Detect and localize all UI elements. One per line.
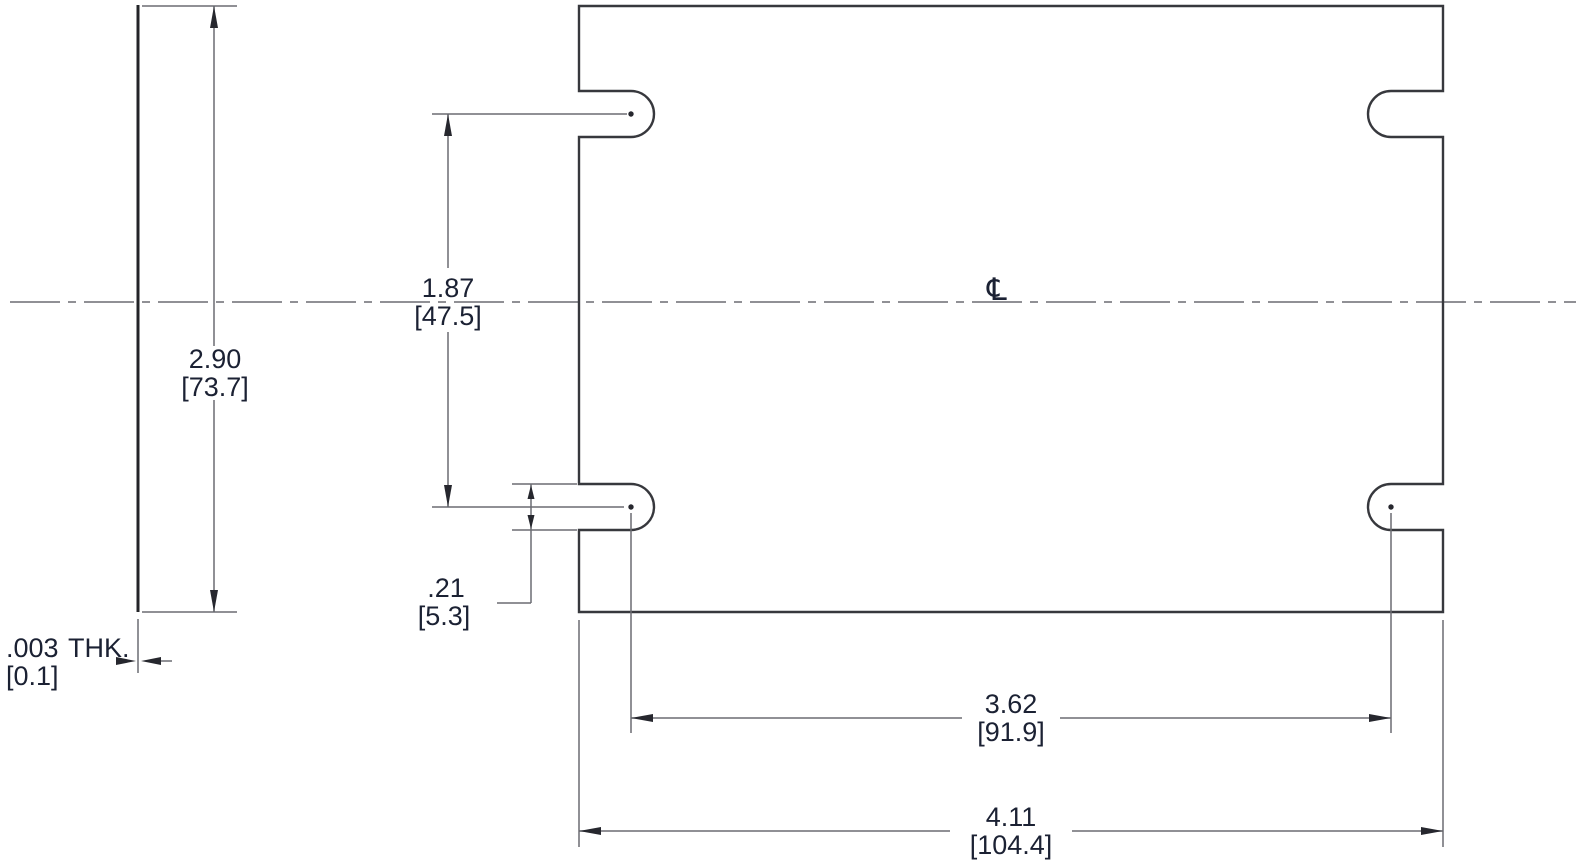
dimension-slot-width: .21 [5.3]: [418, 483, 577, 631]
dim-slot-vspacing-value: 1.87: [422, 273, 475, 303]
slot-center-dot-bottom-left: [628, 504, 634, 510]
dimension-thickness: .003 THK. [0.1]: [6, 619, 172, 691]
arrowhead-left: [631, 714, 653, 722]
arrowhead-left: [141, 657, 161, 665]
dimension-slot-horizontal-spacing: 3.62 [91.9]: [630, 513, 1392, 747]
slot-center-dot-bottom-right: [1388, 504, 1394, 510]
dim-height-metric: [73.7]: [181, 372, 249, 402]
dimension-width: 4.11 [104.4]: [578, 620, 1444, 860]
dim-slot-hspacing-metric: [91.9]: [977, 717, 1045, 747]
dim-slot-vspacing-metric: [47.5]: [414, 301, 482, 331]
dim-thickness-suffix: THK.: [68, 633, 130, 663]
arrowhead-right: [1369, 714, 1391, 722]
dim-thickness-value: .003: [6, 633, 59, 663]
dim-width-metric: [104.4]: [970, 830, 1053, 860]
dim-slot-hspacing-value: 3.62: [985, 689, 1038, 719]
dimension-slot-vertical-spacing: 1.87 [47.5]: [414, 113, 627, 508]
dim-slot-width-metric: [5.3]: [418, 601, 471, 631]
part-front-view-outline: [577, 4, 1445, 614]
arrowhead-right: [1421, 827, 1443, 835]
dim-slot-width-value: .21: [427, 573, 465, 603]
dim-thickness-metric: [0.1]: [6, 661, 59, 691]
centerline-symbol: ℄: [986, 272, 1007, 308]
arrowhead-down: [527, 515, 535, 529]
arrowhead-up: [210, 6, 218, 28]
slot-center-dot-top-left: [628, 111, 634, 117]
arrowhead-up: [527, 485, 535, 499]
dim-width-value: 4.11: [986, 802, 1037, 832]
arrowhead-left: [579, 827, 601, 835]
dim-height-value: 2.90: [189, 344, 242, 374]
arrowhead-up: [444, 114, 452, 136]
arrowhead-down: [444, 485, 452, 507]
arrowhead-right: [116, 657, 136, 665]
arrowhead-down: [210, 590, 218, 612]
dimension-height: 2.90 [73.7]: [142, 5, 249, 613]
